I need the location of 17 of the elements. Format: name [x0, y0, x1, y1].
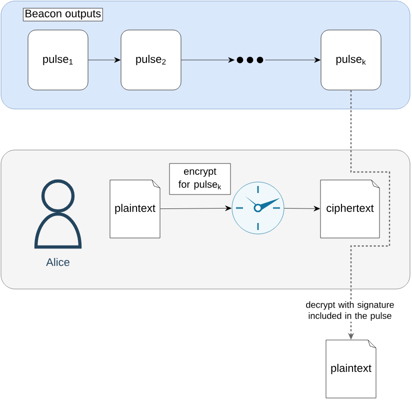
- process-box: pulse$_{k}$: [320, 30, 382, 90]
- edge-label: decrypt with signature included in the pulse: [304, 300, 396, 322]
- ellipsis-dots: [236, 56, 264, 64]
- process-box: pulse$_{1}$: [28, 30, 88, 90]
- arrow: [284, 206, 320, 212]
- clock-icon: [232, 182, 284, 234]
- arrow: [160, 206, 232, 211]
- panel-title: Beacon outputs: [23, 8, 103, 22]
- arrow: [88, 57, 120, 63]
- process-box: pulse$_{2}$: [120, 30, 182, 90]
- arrow: [265, 57, 320, 63]
- arrow: [181, 57, 234, 63]
- document: plaintext: [110, 180, 160, 238]
- document: plaintext: [326, 340, 376, 398]
- note-box: encrypt for pulse$_{k}$: [169, 163, 231, 195]
- person-name: Alice: [46, 258, 70, 266]
- document: ciphertext: [320, 180, 380, 238]
